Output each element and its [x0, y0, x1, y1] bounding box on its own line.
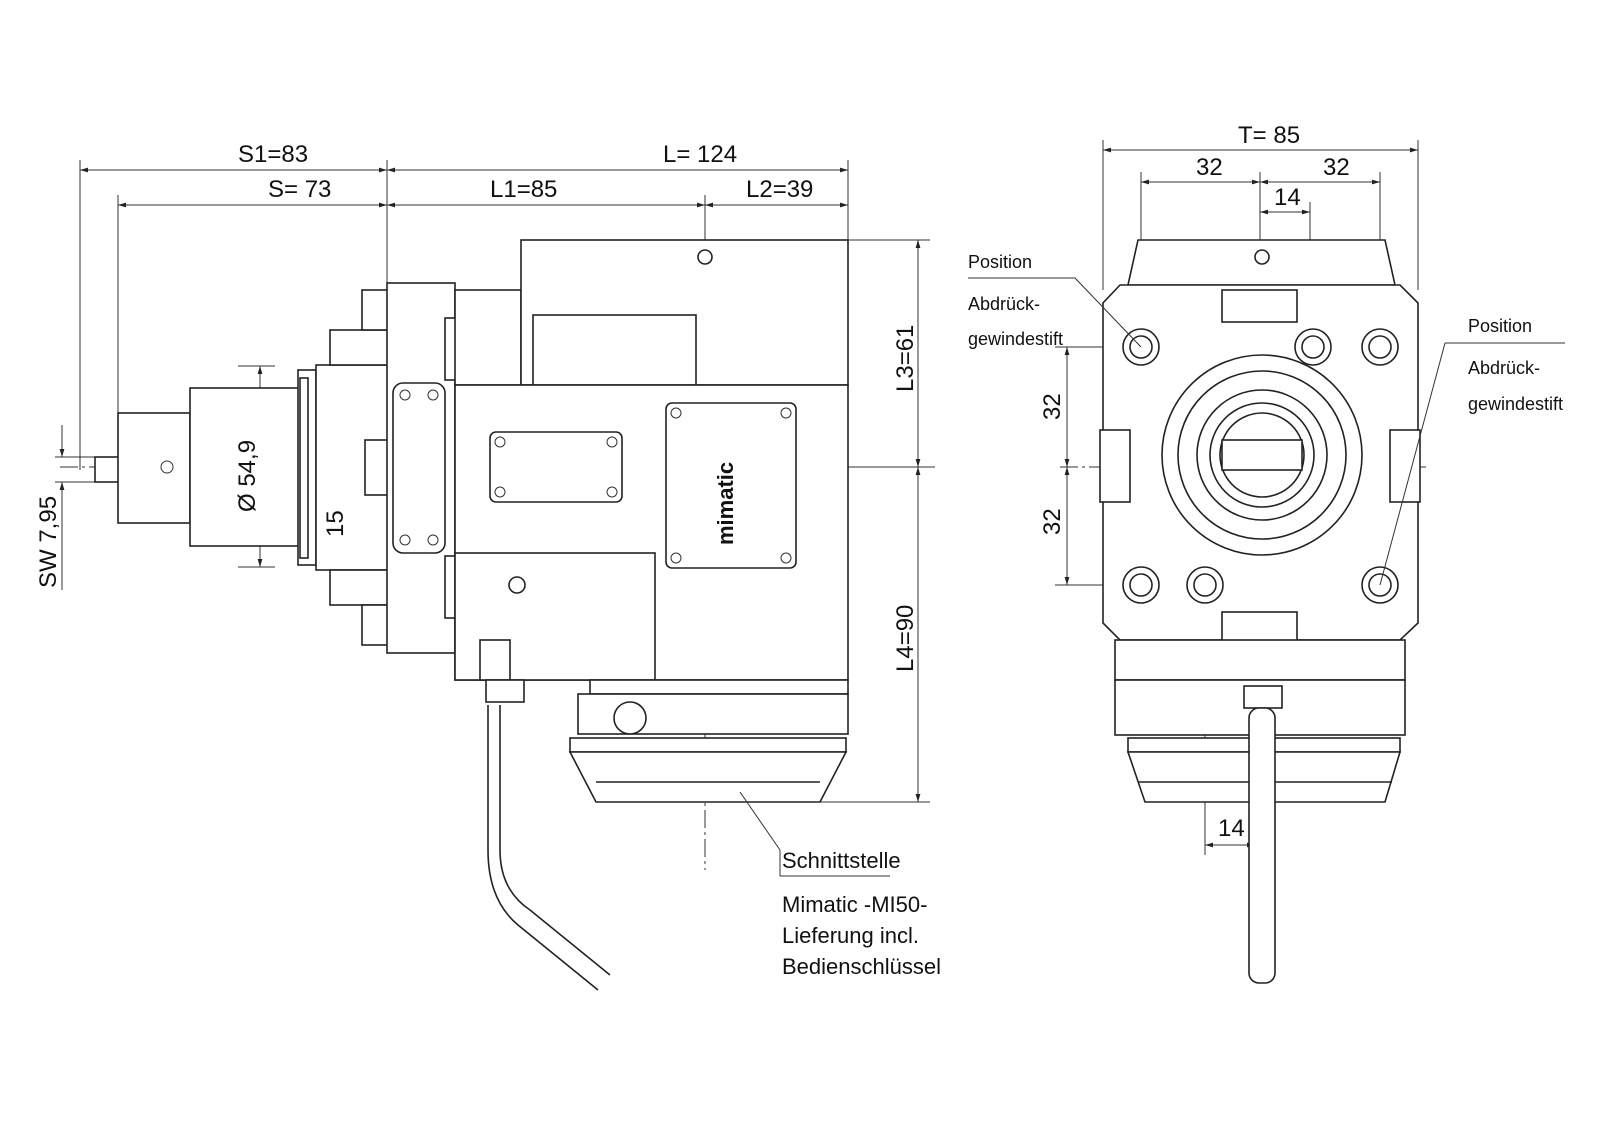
side-view: mimatic S1=83 L= 124 S= 73 L1=85 L2=39 L… — [35, 141, 941, 991]
note-line: Position — [1468, 316, 1532, 336]
dim-top-32-right: 32 — [1323, 154, 1350, 181]
interface-note: Schnittstelle Mimatic -MI50- Lieferung i… — [782, 848, 941, 979]
dim-top-32-left: 32 — [1196, 154, 1223, 181]
side-extension-lines — [79, 160, 930, 803]
front-body — [968, 239, 1565, 984]
dim-s: S= 73 — [268, 176, 331, 203]
tool-holder-body — [94, 239, 890, 991]
dim-top-14: 14 — [1274, 184, 1301, 211]
left-position-note: Position Abdrück- gewindestift — [968, 252, 1063, 349]
mimatic-logo: mimatic — [713, 462, 738, 545]
interface-note-line: Bedienschlüssel — [782, 954, 941, 979]
dim-l1: L1=85 — [490, 176, 557, 203]
interface-note-line: Mimatic -MI50- — [782, 892, 927, 917]
dim-l4: L4=90 — [892, 605, 919, 672]
dim-t: T= 85 — [1238, 122, 1300, 149]
front-dimension-lines — [1064, 147, 1418, 848]
note-line: Abdrück- — [968, 294, 1040, 314]
dim-diameter: Ø 54,9 — [234, 440, 261, 512]
front-view: T= 85 32 32 14 32 32 14 Position Abdrück… — [968, 122, 1565, 984]
note-line: gewindestift — [968, 329, 1063, 349]
dim-sw: SW 7,95 — [35, 496, 62, 588]
dim-s1: S1=83 — [238, 141, 308, 168]
interface-note-line: Lieferung incl. — [782, 923, 919, 948]
dim-l: L= 124 — [663, 141, 737, 168]
right-position-note: Position Abdrück- gewindestift — [1468, 316, 1563, 414]
note-line: Position — [968, 252, 1032, 272]
dim-l2: L2=39 — [746, 176, 813, 203]
note-line: Abdrück- — [1468, 358, 1540, 378]
note-line: gewindestift — [1468, 394, 1563, 414]
dim-left-32-upper: 32 — [1039, 393, 1066, 420]
dim-l3: L3=61 — [892, 325, 919, 392]
dim-bottom-14: 14 — [1218, 815, 1245, 842]
dim-15: 15 — [322, 510, 349, 537]
interface-note-title: Schnittstelle — [782, 848, 901, 873]
dim-left-32-lower: 32 — [1039, 508, 1066, 535]
